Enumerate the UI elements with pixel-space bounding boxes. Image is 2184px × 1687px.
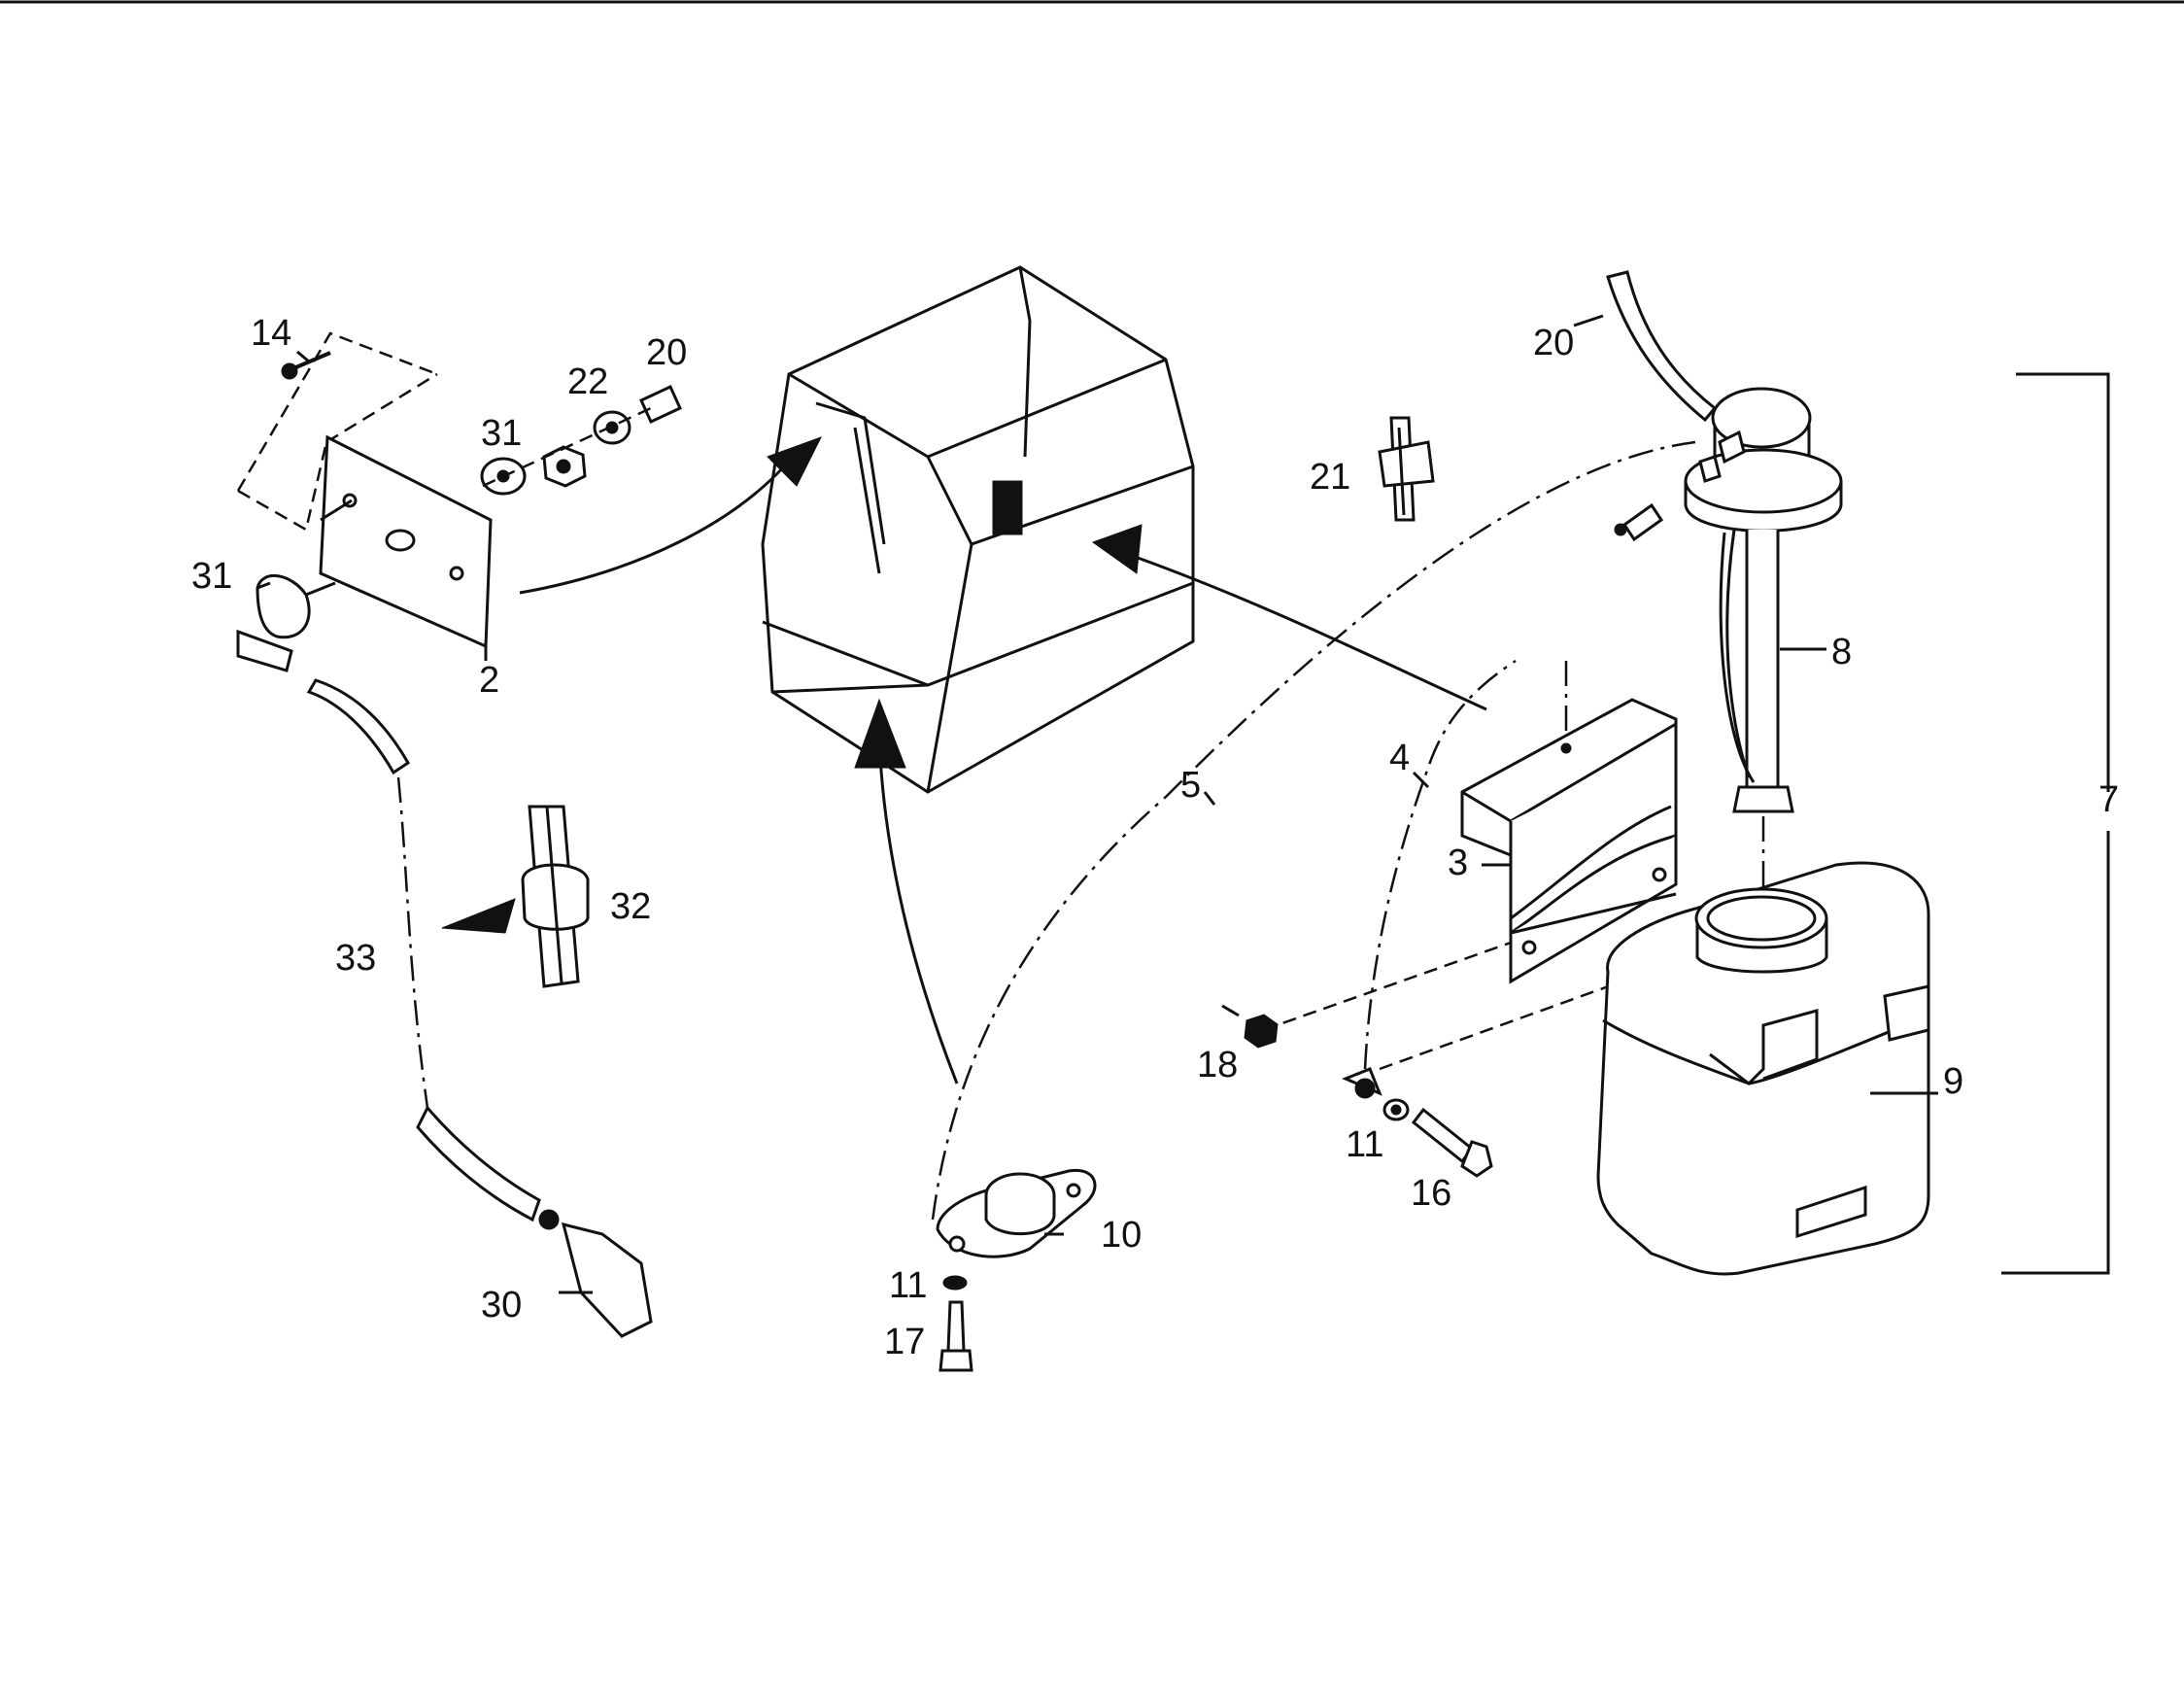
reservoir-tank-9 [1596,861,1930,1276]
callout-31-upper: 31 [481,413,522,454]
hose-clip-32 [441,805,590,988]
nozzle-30 [559,1222,653,1338]
callout-2: 2 [479,660,499,701]
bracket-3 [1460,661,1678,984]
float-switch-10 [936,1168,1097,1258]
callout-33: 33 [335,938,376,979]
bolt-16 [1411,1107,1493,1178]
callout-20-left: 20 [646,332,687,373]
mounting-line-18 [1262,941,1512,1032]
callout-31-lower: 31 [191,556,232,597]
callout-20-right: 20 [1533,323,1574,363]
callout-17: 17 [884,1322,925,1362]
callout-30: 30 [481,1285,522,1326]
nut-18 [1221,1004,1279,1049]
callout-8: 8 [1831,632,1852,672]
assembly-arrows [519,436,1487,1084]
washer-valve-31 [236,573,336,672]
pump-8 [1684,387,1843,813]
callout-22: 22 [567,362,608,402]
wire-plug [1614,502,1664,542]
callout-11-right: 11 [1346,1124,1383,1165]
hose-upper-left [306,678,410,775]
washer-11-bolt-17 [938,1275,973,1372]
hose-route-33 [396,776,429,1109]
assembly-bracket-7 [2001,372,2110,1275]
callout-10: 10 [1101,1215,1142,1256]
callout-32: 32 [610,886,651,927]
callout-11-lower: 11 [889,1265,927,1306]
callout-5: 5 [1180,765,1201,806]
hardware-stack-upper-left [480,385,682,496]
cabinet-housing [761,265,1195,794]
callout-14: 14 [251,313,291,354]
screw-14 [281,351,331,380]
callout-18: 18 [1197,1045,1238,1085]
leader-lines [256,350,1938,1294]
hose-20-right [1573,270,1718,423]
terminal-washer-11 [1342,1067,1410,1121]
callout-7: 7 [2099,779,2119,820]
hose-lower-left [416,1105,560,1230]
callout-9: 9 [1943,1061,1963,1102]
wire-route-4 [1363,659,1517,1070]
callout-16: 16 [1411,1173,1451,1214]
wire-route-5 [931,440,1696,1221]
callout-3: 3 [1448,843,1468,883]
callout-21: 21 [1310,457,1350,498]
callout-4: 4 [1389,738,1410,778]
connector-21 [1378,416,1435,522]
